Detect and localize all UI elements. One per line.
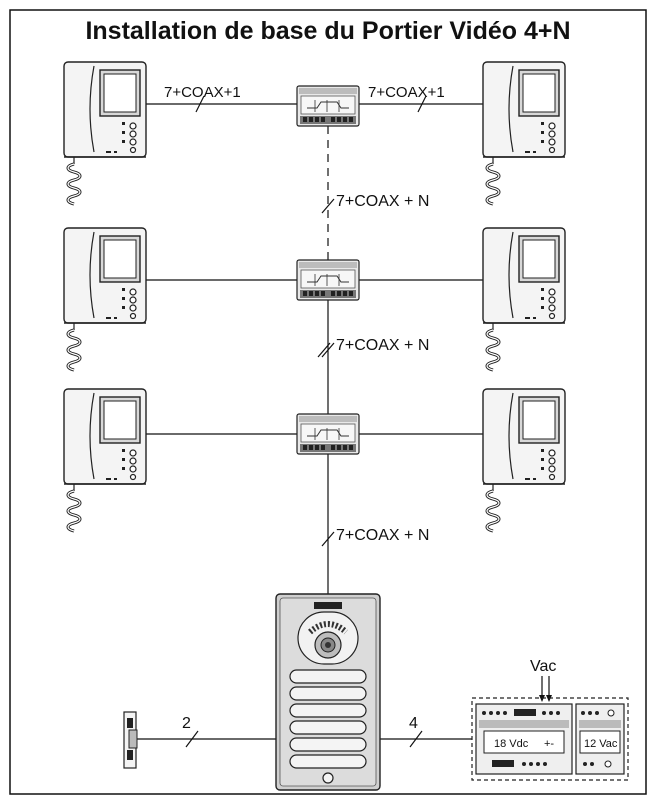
door-entry-panel bbox=[275, 593, 381, 791]
power-supply: 18 Vdc +- 12 Vac bbox=[471, 697, 629, 781]
cable-label-riser-3: 7+COAX + N bbox=[336, 527, 429, 544]
monitor-row1-left bbox=[62, 60, 148, 206]
monitor-row2-right bbox=[481, 226, 567, 372]
monitor-row2-left bbox=[62, 226, 148, 372]
psu-dc-output: 18 Vdc bbox=[494, 738, 529, 750]
diagram-title: Installation de base du Portier Vidéo 4+… bbox=[85, 17, 570, 45]
cable-label-power: 4 bbox=[409, 715, 418, 732]
power-input-label: Vac bbox=[530, 658, 556, 675]
call-buttons bbox=[289, 669, 367, 769]
distributor-row2 bbox=[296, 259, 360, 301]
distributor-row1 bbox=[296, 85, 360, 127]
outer-border bbox=[9, 9, 647, 795]
monitor-row3-right bbox=[481, 387, 567, 533]
cable-label-monitor-left: 7+COAX+1 bbox=[164, 84, 241, 101]
monitor-row3-left bbox=[62, 387, 148, 533]
cable-label-monitor-right: 7+COAX+1 bbox=[368, 84, 445, 101]
panel-speaker-slot bbox=[314, 602, 342, 609]
panel-light-icon bbox=[322, 772, 334, 784]
monitor-row1-right bbox=[481, 60, 567, 206]
distributor-row3 bbox=[296, 413, 360, 455]
cable-label-riser-2: 7+COAX + N bbox=[336, 337, 429, 354]
cable-label-riser-1: 7+COAX + N bbox=[336, 193, 429, 210]
electric-lock-icon bbox=[123, 711, 138, 769]
wiring bbox=[136, 103, 550, 740]
psu-ac-output: 12 Vac bbox=[584, 738, 618, 750]
cable-label-lock: 2 bbox=[182, 715, 191, 732]
camera-icon bbox=[297, 611, 359, 665]
psu-dc-symbol: +- bbox=[544, 738, 554, 750]
cable-slashes bbox=[185, 95, 427, 748]
